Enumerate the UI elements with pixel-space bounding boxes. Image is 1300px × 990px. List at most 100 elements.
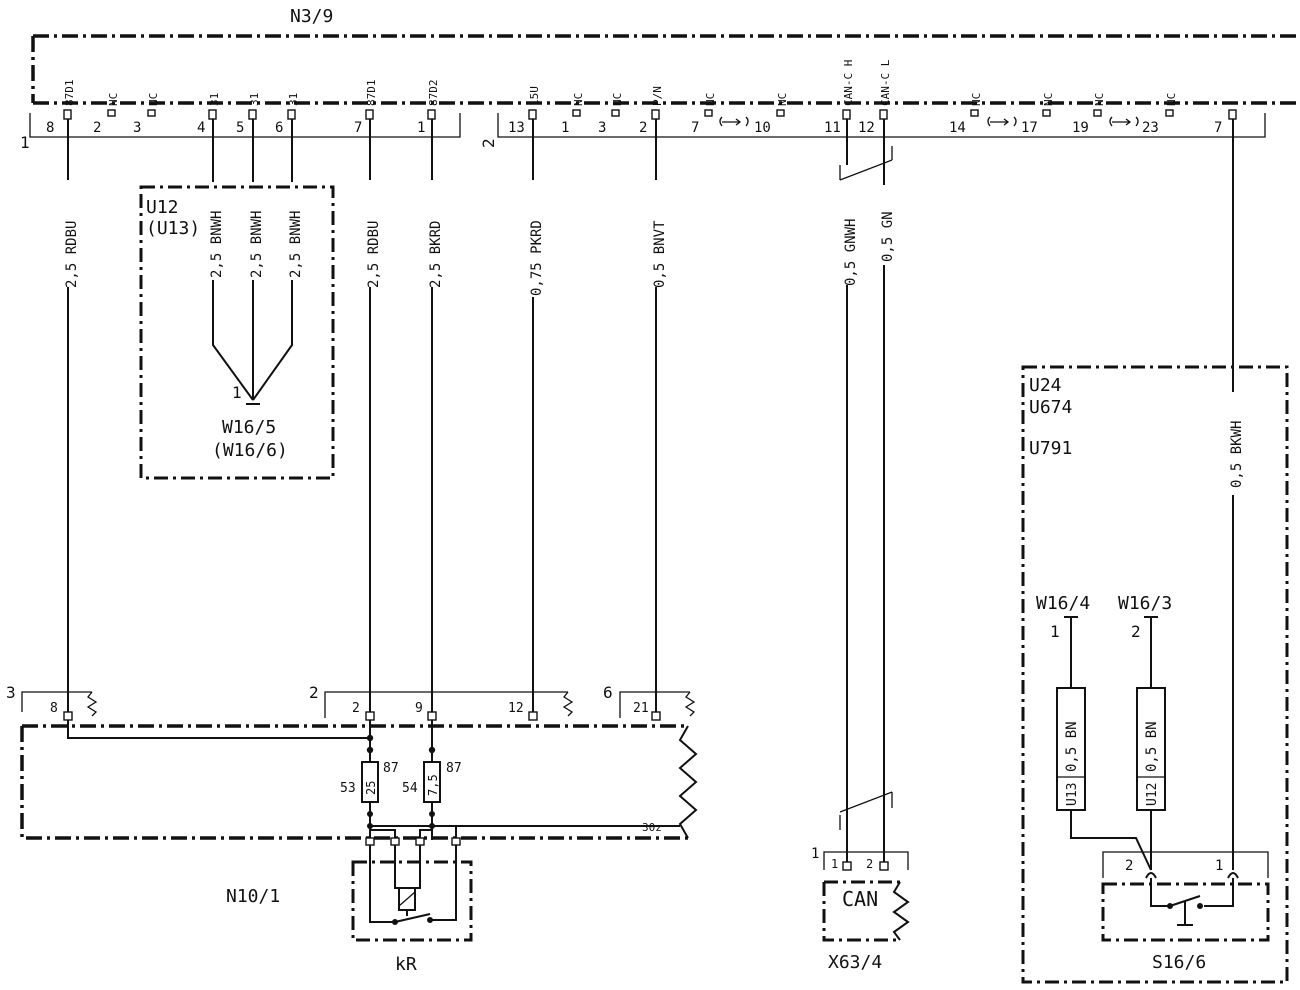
wire-label: 2,5 BNWH [288, 211, 304, 278]
pin-num: 8 [46, 120, 54, 136]
relay-kr: kR [351, 845, 473, 975]
connector-x63-4: 1 1 2 CAN X63/4 [811, 846, 910, 973]
pin-name: 87D1 [63, 80, 76, 107]
wire-variant: U13 [1065, 783, 1080, 806]
pin-num: 1 [417, 120, 425, 136]
module-n10-1: 3 2 6 8 2 9 12 21 25 7,5 53 87 54 87 [6, 683, 698, 907]
n10-pin: 8 [50, 701, 58, 716]
wire-label: 0,5 BN [1064, 721, 1080, 772]
fuse-54-rating: 7,5 [426, 774, 440, 796]
pin-name: P/N [651, 86, 664, 106]
x63-conn-num: 1 [811, 846, 819, 862]
pin-num: 10 [754, 120, 771, 136]
pin-num: 4 [197, 120, 205, 136]
pin-num: 19 [1072, 120, 1089, 136]
pin-name: NC [572, 93, 585, 106]
top-pin-numbers: 8 2 3 4 5 6 7 1 13 1 3 2 7 10 11 12 14 1… [46, 120, 1222, 136]
pin-num: 3 [598, 120, 606, 136]
pin-name: NC [147, 93, 160, 106]
wire-label: 0,5 BN [1144, 721, 1160, 772]
n10-conn-6: 6 [603, 683, 613, 702]
n10-conn-3: 3 [6, 683, 16, 702]
s16-pin: 2 [1125, 858, 1133, 874]
pin-num: 2 [639, 120, 647, 136]
wire-label: 0,5 BKWH [1229, 421, 1245, 488]
wire-label: 0,5 BNVT [652, 220, 668, 288]
pin-name: 87D2 [427, 80, 440, 107]
pin-name: 87D1 [365, 80, 378, 107]
pin-name: NC [776, 93, 789, 106]
x63-pin: 2 [866, 857, 873, 871]
pin-num: 2 [93, 120, 101, 136]
u24-label: U24 [1029, 375, 1062, 396]
w16-3-pin: 2 [1131, 622, 1141, 641]
bridge-symbols [719, 116, 1139, 127]
pin-num: 7 [691, 120, 699, 136]
pin-num: 6 [275, 120, 283, 136]
wire-label: 0,5 GN [880, 211, 896, 262]
fuse-53-term: 87 [383, 761, 399, 776]
u674-label: U674 [1029, 397, 1072, 418]
module-n3-9: N3/9 1 2 [20, 6, 1300, 152]
pin-name: NC [1042, 93, 1055, 106]
n10-pin: 12 [508, 701, 524, 716]
wire-label: 2,5 RDBU [366, 221, 382, 288]
wire-label: 2,5 RDBU [64, 221, 80, 288]
pin-name: NC [1165, 93, 1178, 106]
top-pin-terminals [63, 109, 1237, 120]
w16-6-label: (W16/6) [212, 440, 288, 461]
fuse-54-id: 54 [402, 781, 418, 796]
pin-num: 14 [949, 120, 966, 136]
pin-name: NC [611, 93, 624, 106]
wire-labels: 2,5 RDBU 2,5 BNWH 2,5 BNWH 2,5 BNWH 2,5 … [64, 211, 1245, 488]
terminal-30z: 30z [642, 821, 662, 834]
w16-3-label: W16/3 [1118, 593, 1172, 614]
wire-label: 0,75 PKRD [529, 220, 545, 296]
w16-5-label: W16/5 [222, 417, 276, 438]
pin-name: NC [107, 93, 120, 106]
u13-label: (U13) [146, 218, 200, 239]
pin-name: CAN-C L [879, 59, 892, 106]
wires [67, 119, 1234, 870]
pin-name: NC [1093, 93, 1106, 106]
wire-variant: U12 [1145, 783, 1160, 806]
connector-2-label: 2 [479, 138, 498, 148]
u791-label: U791 [1029, 438, 1072, 459]
n10-pin: 21 [633, 701, 649, 716]
x63-pin: 1 [831, 857, 838, 871]
pin-name: CAN-C H [842, 60, 855, 106]
pin-num: 11 [824, 120, 841, 136]
pin-num: 12 [858, 120, 875, 136]
pin-num: 1 [561, 120, 569, 136]
top-pin-names: 87D1 NC NC 31 31 31 87D1 87D2 15U NC NC … [63, 59, 1178, 106]
pin-num: 23 [1142, 120, 1159, 136]
wire-label: 2,5 BNWH [209, 211, 225, 278]
pin-name: NC [970, 93, 983, 106]
pin-num: 7 [1214, 120, 1222, 136]
n10-1-label: N10/1 [226, 886, 280, 907]
pin-num: 5 [236, 120, 244, 136]
u24-box: U24 U674 U791 W16/4 W16/3 1 2 0,5 BN 0,5… [1021, 365, 1289, 984]
w16-4-label: W16/4 [1036, 593, 1090, 614]
wire-label: 2,5 BKRD [428, 221, 444, 288]
n10-pin: 9 [415, 701, 423, 716]
pin-num: 3 [133, 120, 141, 136]
pin-name: 31 [208, 93, 221, 106]
u12-label: U12 [146, 197, 179, 218]
s16-pin: 1 [1215, 858, 1223, 874]
n3-9-label: N3/9 [290, 6, 333, 27]
pin-name: 31 [287, 93, 300, 106]
pin-name: NC [704, 93, 717, 106]
wire-label: 2,5 BNWH [249, 211, 265, 278]
fuse-54-term: 87 [446, 761, 462, 776]
connector-1-label: 1 [20, 133, 30, 152]
w16-4-pin: 1 [1050, 622, 1060, 641]
w16-5-pin: 1 [232, 383, 242, 402]
s16-6-label: S16/6 [1152, 952, 1206, 973]
pin-name: 31 [248, 93, 261, 106]
wire-label: 0,5 GNWH [843, 219, 859, 286]
pin-num: 17 [1021, 120, 1038, 136]
n10-conn-2: 2 [309, 683, 319, 702]
pin-name: 15U [528, 86, 541, 106]
